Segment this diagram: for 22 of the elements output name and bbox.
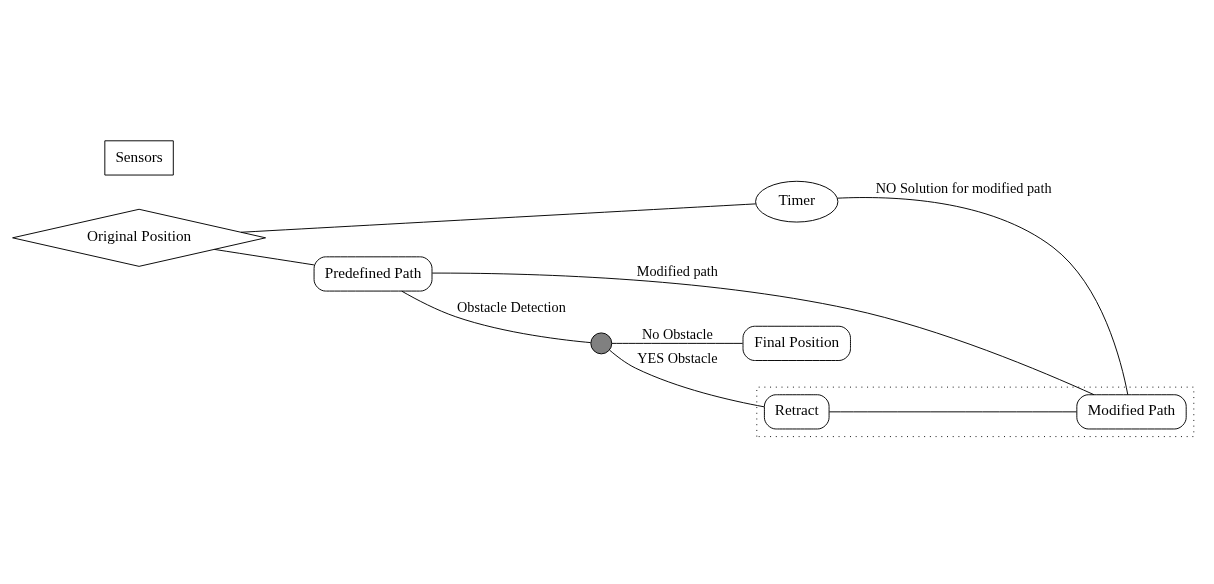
connector bbox=[828, 410, 1077, 412]
connector bbox=[240, 202, 757, 233]
connector bbox=[611, 342, 744, 344]
node-box: Predefined Path bbox=[313, 255, 433, 292]
node-box: Modified Path bbox=[1076, 393, 1187, 429]
connector bbox=[213, 248, 315, 265]
node-box: Final Position bbox=[742, 325, 851, 361]
edge-label: No Obstacle bbox=[641, 325, 713, 342]
connector bbox=[431, 272, 1095, 395]
edge-label: Obstacle Detection bbox=[457, 298, 566, 315]
cluster bbox=[756, 386, 1195, 437]
connector bbox=[401, 290, 592, 343]
connector bbox=[609, 349, 765, 407]
edge-label: Modified path bbox=[636, 262, 718, 279]
edge-label: NO Solution for modified path bbox=[875, 179, 1052, 196]
node-circle bbox=[590, 331, 613, 354]
node-diamond: Original Position bbox=[12, 208, 267, 267]
node-box: Sensors bbox=[104, 139, 174, 175]
node-ellipse: Timer bbox=[755, 180, 839, 223]
connector bbox=[837, 196, 1129, 395]
node-box: Retract bbox=[763, 393, 830, 429]
edge-label: YES Obstacle bbox=[637, 349, 718, 366]
